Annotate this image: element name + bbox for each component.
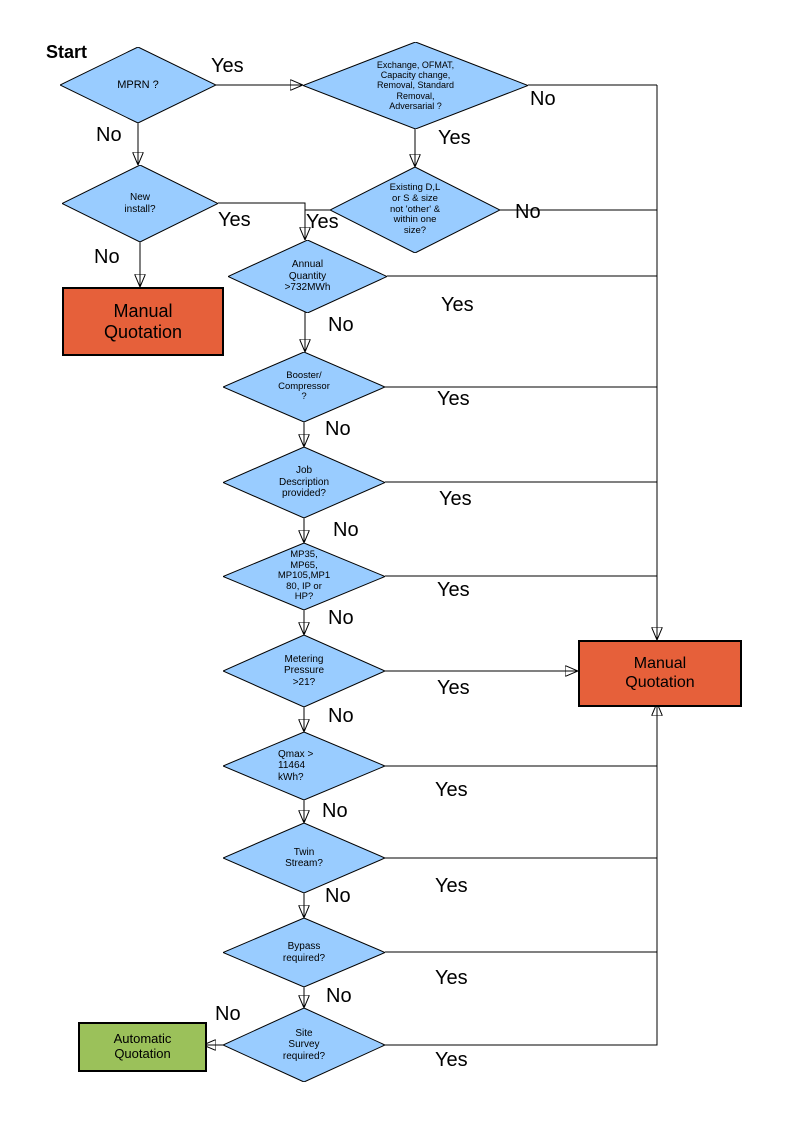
edge-label-metering-no: No: [328, 705, 354, 727]
diamond-shape: [223, 447, 385, 518]
edge-label-metering-yes: Yes: [437, 677, 470, 699]
edge-label-mprn-yes: Yes: [211, 55, 244, 77]
decision-bypass-label: Bypass required?: [282, 941, 326, 964]
edge-label-existing-yes: Yes: [306, 211, 339, 233]
decision-twin-stream-label: Twin Stream?: [285, 846, 323, 870]
edge-site-yes-line: [385, 703, 657, 1046]
diamond-shape: [223, 1008, 385, 1082]
edge-label-job-no: No: [333, 519, 359, 541]
decision-existing-size-label: Existing D,L or S & size not 'other' & w…: [389, 181, 441, 237]
decision-annual-quantity: Annual Quantity >732MWh: [228, 240, 387, 313]
decision-mprn: MPRN ?: [60, 47, 216, 123]
decision-qmax: Qmax > 11464 kWh?: [223, 732, 385, 800]
decision-site-survey-label: Site Survey required?: [282, 1027, 326, 1062]
decision-exchange-ofmat-label: Exchange, OFMAT, Capacity change, Remova…: [376, 59, 455, 112]
decision-annual-quantity-label: Annual Quantity >732MWh: [284, 259, 331, 294]
edge-label-site-no: No: [215, 1003, 241, 1025]
decision-exchange-ofmat: Exchange, OFMAT, Capacity change, Remova…: [303, 42, 528, 129]
edge-label-twin-yes: Yes: [435, 875, 468, 897]
manual-quotation-left-box: Manual Quotation: [62, 287, 224, 356]
diamond-shape: [228, 240, 387, 313]
edge-label-annual-yes: Yes: [441, 294, 474, 316]
decision-site-survey: Site Survey required?: [223, 1008, 385, 1082]
decision-mp-range-label: MP35, MP65, MP105,MP1 80, IP or HP?: [277, 549, 331, 603]
decision-twin-stream: Twin Stream?: [223, 823, 385, 893]
decision-booster-compressor: Booster/ Compressor ?: [223, 352, 385, 422]
diamond-shape: [223, 918, 385, 987]
decision-metering-pressure-label: Metering Pressure >21?: [283, 653, 324, 688]
edge-label-bypass-yes: Yes: [435, 967, 468, 989]
edge-label-qmax-no: No: [322, 800, 348, 822]
edge-label-newinstall-no: No: [94, 246, 120, 268]
manual-quotation-right-box: Manual Quotation: [578, 640, 742, 707]
edge-label-annual-no: No: [328, 314, 354, 336]
diamond-shape: [223, 823, 385, 893]
edge-label-mp-yes: Yes: [437, 579, 470, 601]
edge-label-mprn-no: No: [96, 124, 122, 146]
edge-label-booster-no: No: [325, 418, 351, 440]
decision-new-install: New install?: [62, 165, 218, 242]
edge-label-mp-no: No: [328, 607, 354, 629]
decision-booster-compressor-label: Booster/ Compressor ?: [278, 369, 330, 403]
decision-qmax-label: Qmax > 11464 kWh?: [278, 748, 314, 783]
diamond-shape: [223, 635, 385, 707]
decision-job-description: Job Description provided?: [223, 447, 385, 518]
edge-label-job-yes: Yes: [439, 488, 472, 510]
edge-label-bypass-no: No: [326, 985, 352, 1007]
diamond-shape: [223, 352, 385, 422]
decision-new-install-label: New install?: [124, 192, 156, 215]
diamond-shape: [60, 47, 216, 123]
edge-label-exchange-yes: Yes: [438, 127, 471, 149]
decision-metering-pressure: Metering Pressure >21?: [223, 635, 385, 707]
edge-label-newinstall-yes: Yes: [218, 209, 251, 231]
edge-label-exchange-no: No: [530, 88, 556, 110]
edge-label-site-yes: Yes: [435, 1049, 468, 1071]
decision-mprn-label: MPRN ?: [117, 78, 159, 91]
automatic-quotation-box: Automatic Quotation: [78, 1022, 207, 1072]
edge-label-booster-yes: Yes: [437, 388, 470, 410]
start-label: Start: [46, 42, 88, 62]
decision-bypass: Bypass required?: [223, 918, 385, 987]
edge-newinstall-yes-line: [218, 202, 305, 240]
edge-label-twin-no: No: [325, 885, 351, 907]
diamond-shape: [330, 167, 500, 253]
decision-mp-range: MP35, MP65, MP105,MP1 80, IP or HP?: [223, 543, 385, 610]
decision-existing-size: Existing D,L or S & size not 'other' & w…: [330, 167, 500, 253]
diamond-shape: [223, 732, 385, 800]
edge-label-existing-no: No: [515, 201, 541, 223]
diamond-shape: [62, 165, 218, 242]
edge-label-qmax-yes: Yes: [435, 779, 468, 801]
decision-job-description-label: Job Description provided?: [278, 465, 330, 500]
diamond-shape: [223, 543, 385, 610]
diamond-shape: [303, 42, 528, 129]
